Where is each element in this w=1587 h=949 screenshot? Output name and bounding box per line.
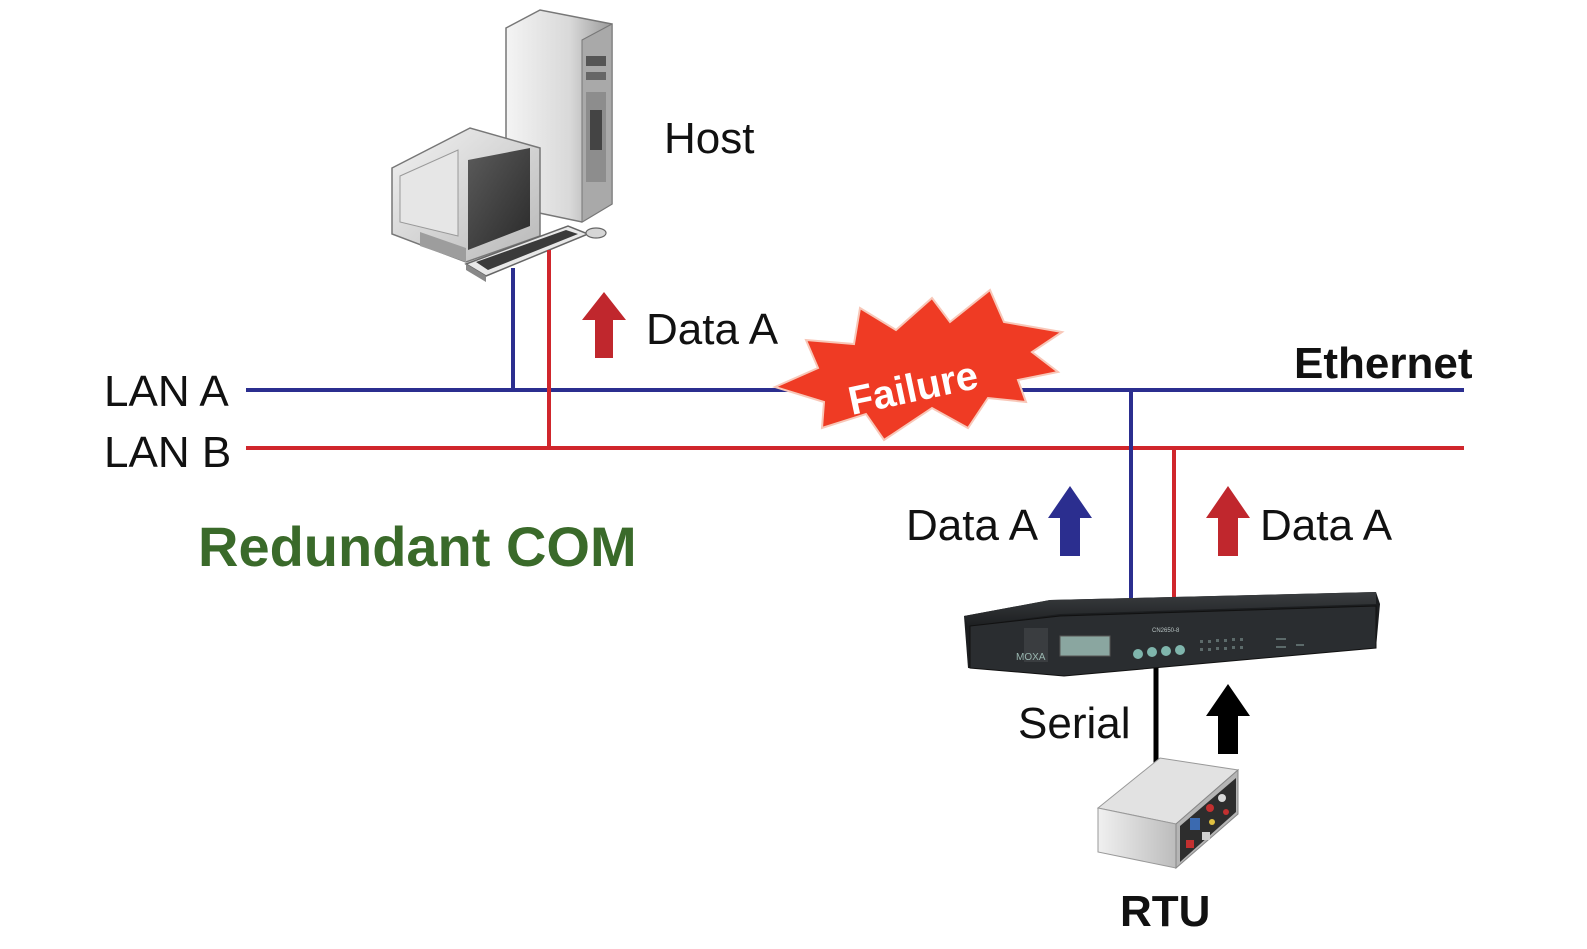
host-computer-icon	[391, 9, 613, 282]
serial-label: Serial	[1018, 699, 1131, 748]
data-a-lan-b-label: Data A	[1260, 501, 1393, 550]
failure-starburst	[772, 288, 1065, 442]
rtu-label: RTU	[1120, 887, 1210, 936]
redundant-com-title: Redundant COM	[198, 515, 637, 578]
lan-a-label: LAN A	[104, 367, 229, 416]
rtu-icon	[1096, 757, 1240, 870]
arrow-up-lan-b-icon	[1206, 486, 1250, 556]
arrow-up-lan-a-icon	[1048, 486, 1092, 556]
lan-b-label: LAN B	[104, 428, 231, 477]
device-server-icon: MOXA CN2650-8	[964, 592, 1380, 677]
arrow-up-host-icon	[582, 292, 626, 358]
host-label: Host	[664, 114, 754, 163]
data-a-host-label: Data A	[646, 305, 779, 354]
device-model-label: CN2650-8	[1152, 628, 1180, 634]
data-a-lan-a-label: Data A	[906, 501, 1039, 550]
device-brand-label: MOXA	[1016, 652, 1046, 663]
ethernet-label: Ethernet	[1294, 339, 1473, 388]
arrow-up-serial-icon	[1206, 684, 1250, 754]
